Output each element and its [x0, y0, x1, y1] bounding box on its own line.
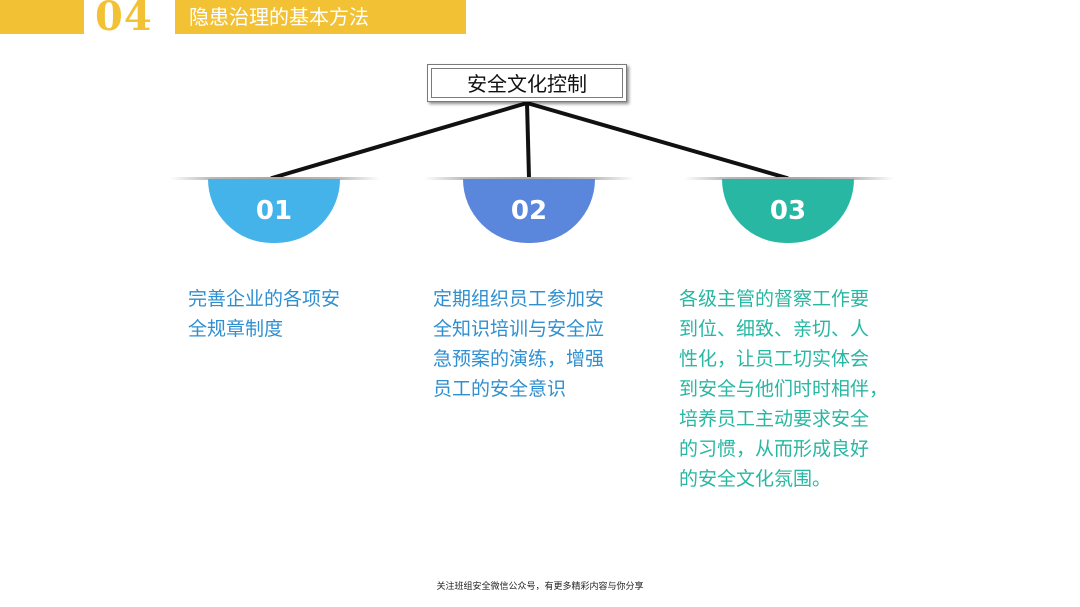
connector-line-02	[525, 101, 531, 180]
desc-line: 全规章制度	[188, 318, 284, 340]
branch-number-01: 01	[255, 196, 293, 226]
connector-line-01	[270, 101, 529, 180]
shelf-03	[684, 177, 894, 180]
section-title: 隐患治理的基本方法	[175, 0, 466, 34]
desc-line: 完善企业的各项安	[188, 288, 341, 310]
branch-number-03: 03	[769, 196, 807, 226]
desc-line: 的习惯，从而形成良好	[679, 438, 870, 460]
root-node: 安全文化控制	[427, 64, 627, 102]
branch-description-01: 完善企业的各项安 全规章制度	[188, 284, 340, 344]
root-node-label: 安全文化控制	[431, 68, 623, 98]
desc-line: 全知识培训与安全应	[433, 318, 605, 340]
connector-line-03	[525, 101, 789, 180]
desc-line: 的安全文化氛围。	[679, 468, 832, 490]
branch-description-03: 各级主管的督察工作要 到位、细致、亲切、人 性化，让员工切实体会 到安全与他们时…	[679, 284, 888, 494]
desc-line: 性化，让员工切实体会	[679, 348, 870, 370]
desc-line: 员工的安全意识	[433, 378, 567, 400]
shelf-02	[424, 177, 634, 180]
desc-line: 各级主管的督察工作要	[679, 288, 870, 310]
header-accent-block	[0, 0, 84, 34]
desc-line: 到安全与他们时时相伴，	[679, 378, 889, 400]
desc-line: 定期组织员工参加安	[433, 288, 605, 310]
section-title-text: 隐患治理的基本方法	[189, 5, 369, 29]
branch-number-02: 02	[510, 196, 548, 226]
section-number: 04	[95, 0, 153, 40]
branch-description-02: 定期组织员工参加安 全知识培训与安全应 急预案的演练，增强 员工的安全意识	[433, 284, 604, 404]
shelf-01	[170, 177, 380, 180]
desc-line: 到位、细致、亲切、人	[679, 318, 870, 340]
footer-note: 关注班组安全微信公众号，有更多精彩内容与你分享	[436, 582, 644, 592]
desc-line: 培养员工主动要求安全	[679, 408, 870, 430]
desc-line: 急预案的演练，增强	[433, 348, 605, 370]
